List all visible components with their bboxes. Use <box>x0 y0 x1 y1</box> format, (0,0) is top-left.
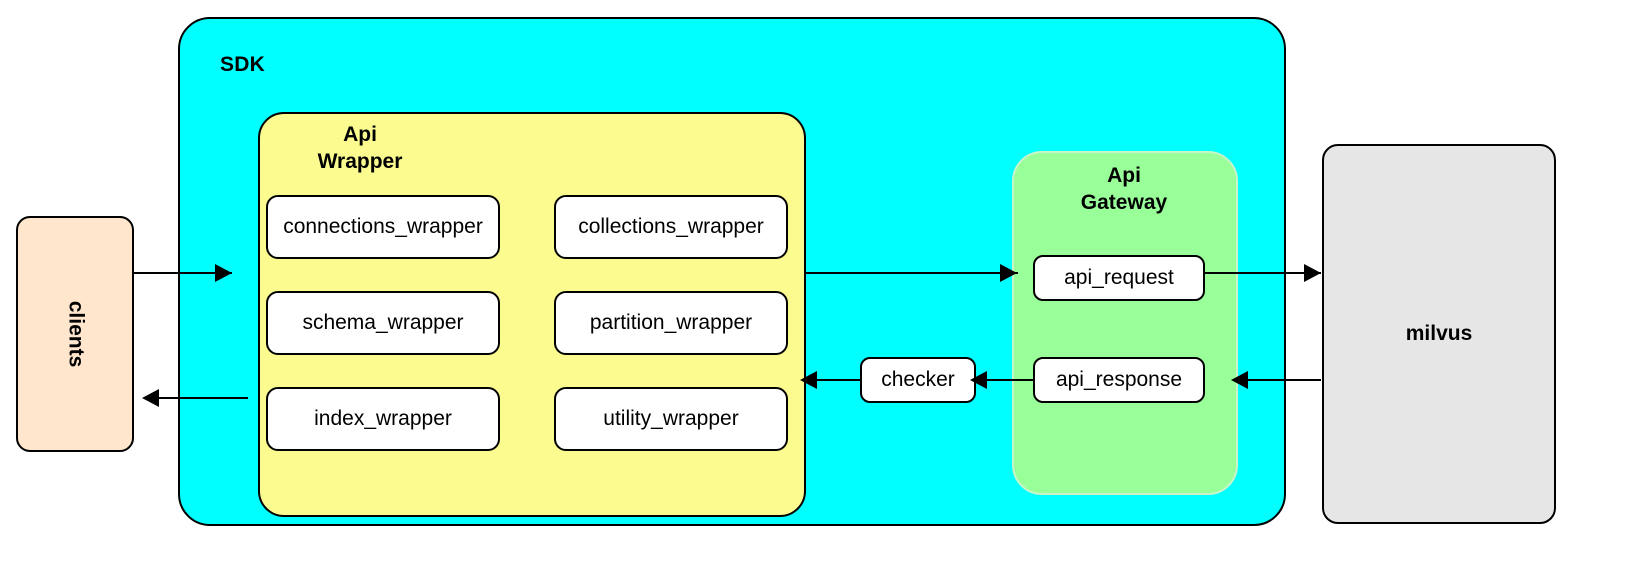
edge-milvus-to-api-response <box>1237 379 1321 381</box>
api-response-label: api_response <box>1055 368 1183 391</box>
utility-wrapper-label: utility_wrapper <box>603 407 739 430</box>
arrowhead-right-icon <box>215 264 232 282</box>
index-wrapper-label: index_wrapper <box>314 407 452 430</box>
partition-wrapper-label: partition_wrapper <box>589 311 753 334</box>
api-request-label: api_request <box>1064 266 1174 289</box>
index-wrapper-node[interactable]: index_wrapper <box>266 387 500 451</box>
edge-checker-to-api-wrapper <box>806 379 861 381</box>
edge-api-request-to-milvus <box>1205 272 1321 274</box>
arrowhead-right-icon <box>1000 264 1017 282</box>
api-wrapper-label: Api Wrapper <box>317 123 403 173</box>
connections-wrapper-label: connections_wrapper <box>283 215 483 238</box>
api-gateway-label: Api Gateway <box>1080 164 1168 214</box>
checker-label: checker <box>881 368 955 391</box>
edge-api-wrapper-to-api-gateway <box>806 272 1018 274</box>
clients-node[interactable]: clients <box>16 216 134 452</box>
partition-wrapper-node[interactable]: partition_wrapper <box>554 291 788 355</box>
milvus-label: milvus <box>1405 322 1473 345</box>
checker-node[interactable]: checker <box>860 357 976 403</box>
arrowhead-right-icon <box>1304 264 1321 282</box>
api-request-node[interactable]: api_request <box>1033 255 1205 301</box>
edge-api-response-to-checker <box>976 379 1034 381</box>
arrowhead-left-icon <box>800 371 817 389</box>
edge-api-wrapper-to-clients <box>148 397 248 399</box>
api-response-node[interactable]: api_response <box>1033 357 1205 403</box>
collections-wrapper-label: collections_wrapper <box>578 215 764 238</box>
arrowhead-left-icon <box>1231 371 1248 389</box>
edge-clients-to-api-wrapper <box>134 272 232 274</box>
schema-wrapper-node[interactable]: schema_wrapper <box>266 291 500 355</box>
schema-wrapper-label: schema_wrapper <box>302 311 464 334</box>
arrowhead-left-icon <box>142 389 159 407</box>
clients-label: clients <box>64 300 87 368</box>
milvus-node[interactable]: milvus <box>1322 144 1556 524</box>
api-gateway-container[interactable]: Api Gateway <box>1012 151 1238 495</box>
arrowhead-left-icon <box>970 371 987 389</box>
connections-wrapper-node[interactable]: connections_wrapper <box>266 195 500 259</box>
collections-wrapper-node[interactable]: collections_wrapper <box>554 195 788 259</box>
sdk-label: SDK <box>220 53 265 76</box>
utility-wrapper-node[interactable]: utility_wrapper <box>554 387 788 451</box>
